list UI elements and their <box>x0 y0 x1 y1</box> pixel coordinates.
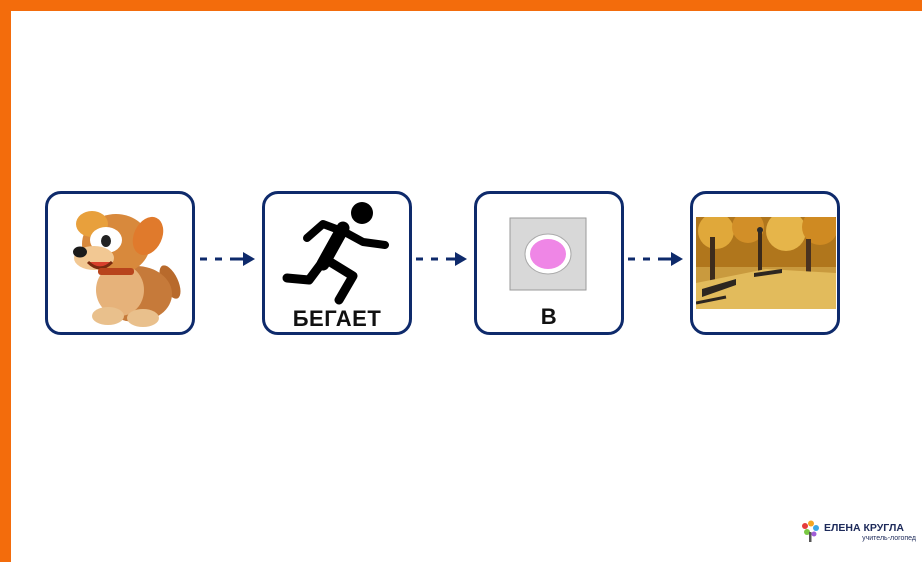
arrow-connector-1 <box>200 252 255 266</box>
frame-left-border <box>0 0 11 562</box>
frame-top-border <box>0 0 922 11</box>
logo-subtitle: учитель-логопед <box>862 535 916 542</box>
card-runs: БЕГАЕТ <box>262 191 412 335</box>
card-park <box>690 191 840 335</box>
arrow-connector-2 <box>416 252 467 266</box>
arrow-connector-3 <box>628 252 683 266</box>
tree-logo-icon <box>802 520 819 542</box>
autumn-park-picture <box>696 217 836 309</box>
step-label-in: В <box>540 304 558 329</box>
card-dog <box>45 191 195 335</box>
running-person-icon <box>282 202 389 305</box>
preposition-circle-icon <box>509 217 587 291</box>
step-label-runs: БЕГАЕТ <box>292 306 382 331</box>
author-logo: ЕЛЕНА КРУГЛА учитель-логопед <box>800 520 918 546</box>
dog-picture <box>73 211 181 327</box>
logo-name: ЕЛЕНА КРУГЛА <box>824 522 904 534</box>
card-preposition: В <box>474 191 624 335</box>
